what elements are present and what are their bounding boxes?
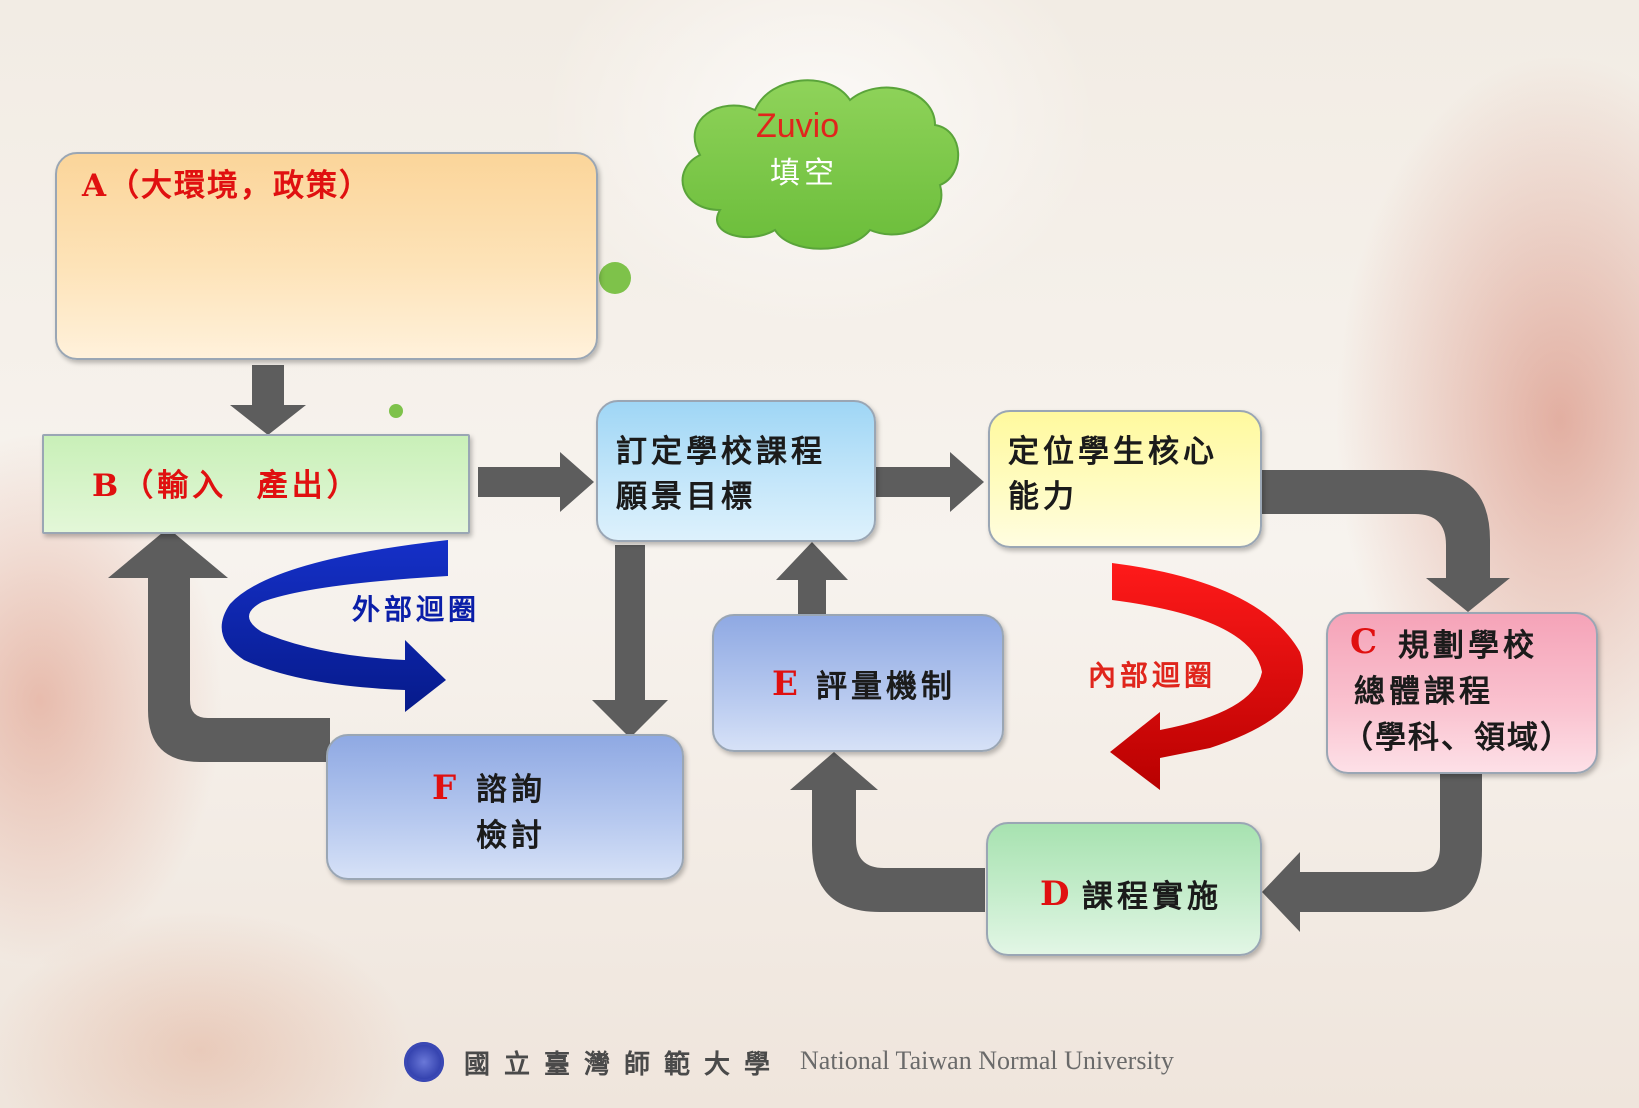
- box-f-letter: F: [432, 768, 461, 808]
- box-f-line-1: 諮詢: [476, 772, 546, 808]
- footer-school-en: National Taiwan Normal University: [800, 1046, 1174, 1075]
- box-b-input-output: [42, 434, 470, 534]
- zuvio-cloud-shape: [681, 79, 960, 250]
- box-d-implementation[interactable]: [986, 822, 1262, 956]
- box-f-consult-review[interactable]: [326, 734, 684, 880]
- thought-bubble-dot: [599, 262, 631, 294]
- thought-bubble-dot: [389, 404, 403, 418]
- box-c-line-3: （學科、領域）: [1342, 720, 1573, 756]
- cloud-subtitle: 填空: [770, 156, 838, 191]
- box-a-environment-policy: [55, 152, 598, 360]
- box-a-label: A（大環境，政策）: [82, 168, 373, 204]
- arrow-a-to-b: [230, 365, 306, 435]
- arrow-vision-to-f: [592, 545, 668, 738]
- arrow-core-to-c: [1262, 470, 1510, 612]
- box-c-plan-curriculum[interactable]: [1326, 612, 1598, 774]
- cloud-title: Zuvio: [756, 107, 840, 145]
- box-core-competency[interactable]: [988, 410, 1262, 548]
- box-b-label: B（輸入 產出）: [92, 468, 362, 504]
- footer-logo: [404, 1042, 444, 1082]
- box-e-letter: E: [772, 664, 802, 704]
- outer-loop-arrow: [221, 540, 448, 712]
- footer-school-zh: 國立臺灣師範大學: [464, 1050, 785, 1080]
- core-line-1: 定位學生核心: [1008, 434, 1218, 470]
- core-line-2: 能力: [1008, 479, 1078, 515]
- arrow-b-to-vision: [478, 452, 594, 512]
- box-d-letter: D: [1040, 874, 1074, 914]
- box-e-assessment[interactable]: [712, 614, 1004, 752]
- inner-loop-arrow: [1110, 563, 1304, 790]
- outer-loop-label: 外部迴圈: [352, 593, 481, 626]
- vision-line-1: 訂定學校課程: [616, 434, 826, 470]
- box-f-line-2: 檢討: [476, 818, 546, 854]
- arrow-f-to-b: [108, 528, 330, 762]
- arrow-d-to-e: [790, 752, 985, 912]
- inner-loop-label: 內部迴圈: [1088, 659, 1217, 692]
- box-e-label: 評量機制: [816, 669, 956, 705]
- arrow-c-to-d: [1262, 770, 1482, 932]
- box-c-letter: C: [1350, 622, 1382, 662]
- box-c-line-1: 規劃學校: [1398, 628, 1538, 664]
- box-d-label: 課程實施: [1082, 879, 1222, 915]
- box-c-line-2: 總體課程: [1354, 674, 1494, 710]
- arrow-vision-to-core: [876, 452, 984, 512]
- vision-line-2: 願景目標: [616, 479, 756, 515]
- box-school-vision[interactable]: [596, 400, 876, 542]
- arrow-e-to-vision: [776, 542, 848, 615]
